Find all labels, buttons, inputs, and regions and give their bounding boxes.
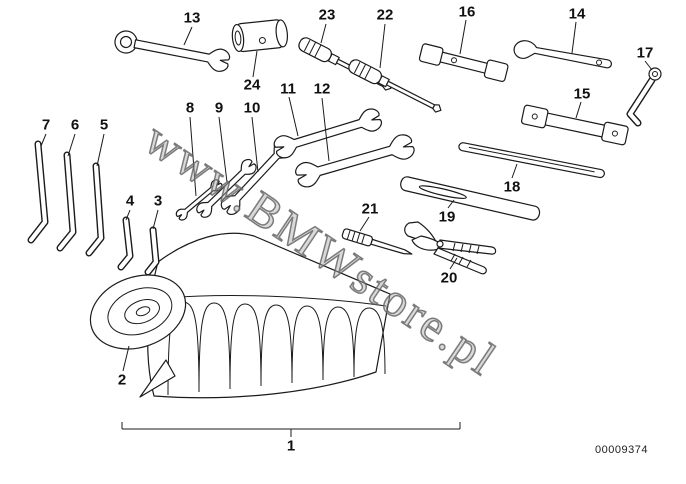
- callout-24: 24: [243, 76, 261, 94]
- tool-19-tire-lever: [400, 176, 541, 221]
- callout-21: 21: [361, 200, 379, 218]
- tool-3-hex-key: [144, 226, 160, 276]
- tool-4-hex-key: [117, 216, 134, 271]
- tool-5-hex-key: [85, 162, 105, 257]
- callout-5: 5: [99, 116, 109, 134]
- callout-14: 14: [568, 5, 586, 23]
- tool-14-flat-spanner: [513, 40, 612, 69]
- tool-17-lever: [626, 67, 662, 127]
- part-number: 00009374: [595, 444, 648, 456]
- callout-19: 19: [438, 208, 456, 226]
- callout-8: 8: [185, 99, 195, 117]
- callout-6: 6: [70, 116, 80, 134]
- callout-11: 11: [280, 80, 296, 98]
- tool-roll-rolled-end: [89, 274, 187, 350]
- callout-17: 17: [636, 44, 654, 62]
- callout-2: 2: [117, 371, 127, 389]
- callout-7: 7: [41, 116, 51, 134]
- tool-7-hex-key: [27, 140, 49, 244]
- leader-lines: [40, 19, 653, 372]
- callout-18: 18: [503, 178, 521, 196]
- tool-21-punch: [341, 228, 413, 255]
- callout-15: 15: [573, 85, 591, 103]
- callout-16: 16: [458, 3, 476, 21]
- tool-18-flat-bar: [458, 142, 605, 179]
- tool-24-socket: [231, 19, 289, 53]
- callout-12: 12: [313, 80, 331, 98]
- tool-roll-drawing: [89, 232, 391, 399]
- callout-23: 23: [318, 6, 336, 24]
- callout-13: 13: [183, 9, 201, 27]
- callout-20: 20: [440, 269, 458, 287]
- callout-10: 10: [243, 99, 261, 117]
- callout-9: 9: [214, 99, 224, 117]
- callout-3: 3: [153, 192, 163, 210]
- tool-13-combination-wrench: [114, 30, 231, 72]
- tool-15-tube-wrench: [520, 104, 629, 146]
- tool-16-box-wrench: [418, 43, 509, 82]
- callout-4: 4: [125, 192, 135, 210]
- callout-22: 22: [376, 6, 394, 24]
- tool-6-hex-key: [56, 151, 77, 252]
- callout-1: 1: [286, 437, 296, 455]
- tool-roll-strap: [139, 359, 176, 398]
- tool-20-pliers: [404, 221, 497, 275]
- bracket-item-1: [121, 422, 461, 437]
